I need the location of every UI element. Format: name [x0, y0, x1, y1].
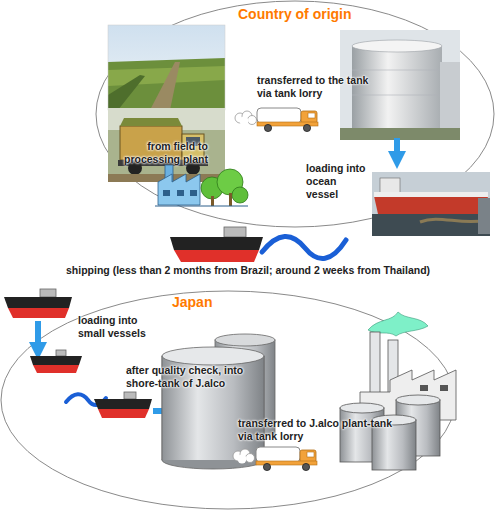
small-vessel-icon [124, 392, 136, 399]
ship-icon [170, 227, 263, 262]
flow-arrow [35, 321, 41, 351]
plant-icon [340, 312, 456, 470]
tank-lorry-icon [256, 447, 317, 471]
factory-icon [155, 206, 248, 207]
step-label: after quality check, into shore-tank of … [126, 364, 250, 390]
factory-icon [163, 190, 170, 196]
step-label: shipping (less than 2 months from Brazil… [66, 264, 498, 277]
field-photo [108, 25, 225, 110]
storage-tank-photo [352, 95, 442, 96]
tank-lorry-icon [235, 108, 318, 132]
storage-tank-photo [352, 46, 442, 132]
factory-icon [229, 193, 232, 206]
truck-photo [108, 108, 225, 182]
plant-icon [396, 395, 440, 405]
field-photo [108, 25, 225, 110]
small-vessel-icon [94, 392, 152, 418]
field-photo [108, 58, 225, 110]
factory-icon [177, 190, 184, 196]
plant-icon [370, 332, 380, 394]
factory-icon [211, 196, 214, 206]
step-label: transferred to J.alco plant-tank via tan… [238, 417, 394, 443]
ship-icon [40, 289, 56, 297]
plant-icon [340, 403, 384, 413]
shore-tank-icon [162, 347, 264, 365]
ocean-vessel-photo [478, 198, 490, 234]
small-vessel-icon [56, 350, 66, 356]
storage-tank-photo [352, 40, 442, 52]
plant-icon [420, 385, 428, 391]
ship-icon [224, 227, 246, 237]
ocean-vessel-photo [374, 196, 488, 214]
flow-arrow [394, 138, 400, 160]
ship-icon [4, 297, 72, 308]
step-label: loading into ocean vessel [306, 162, 370, 201]
region-title: Country of origin [238, 6, 352, 22]
small-vessel-icon [94, 399, 152, 409]
factory-icon [232, 187, 248, 203]
ocean-vessel-photo [374, 192, 488, 197]
shore-tank-icon [264, 356, 265, 460]
plant-icon [440, 385, 448, 391]
ocean-vessel-photo [372, 214, 490, 236]
storage-tank-photo [440, 62, 460, 132]
ocean-vessel-photo [372, 172, 490, 236]
ellipse-outline [96, 1, 494, 227]
ellipse-outline [1, 291, 455, 509]
small-vessel-icon [98, 409, 149, 418]
factory-icon [190, 190, 197, 196]
ship-icon [4, 289, 72, 318]
small-vessel-icon [33, 365, 79, 373]
tank-lorry-icon [235, 111, 257, 126]
tank-lorry-icon [233, 449, 255, 464]
sea-wave [262, 236, 346, 258]
step-label: transferred to the tank via tank lorry [257, 74, 375, 100]
small-vessel-icon [30, 356, 82, 365]
field-photo [108, 75, 145, 110]
small-vessel-icon [30, 350, 82, 373]
storage-tank-photo [352, 70, 442, 71]
field-photo [150, 62, 180, 110]
region-title: Japan [172, 294, 212, 310]
shore-tank-icon [215, 334, 275, 346]
step-label: loading into small vessels [78, 314, 146, 340]
ship-icon [170, 237, 263, 250]
ocean-vessel-photo [420, 219, 488, 222]
truck-photo [120, 118, 182, 126]
ocean-vessel-photo [372, 172, 490, 236]
truck-photo [108, 108, 225, 182]
factory-icon [158, 174, 200, 205]
field-photo [108, 25, 225, 110]
step-label: from field to processing plant [122, 140, 208, 166]
ship-icon [8, 308, 69, 318]
factory-icon [155, 165, 248, 206]
tank-lorry-icon [233, 447, 317, 471]
tank-lorry-icon [257, 108, 318, 132]
ship-icon [174, 250, 259, 262]
